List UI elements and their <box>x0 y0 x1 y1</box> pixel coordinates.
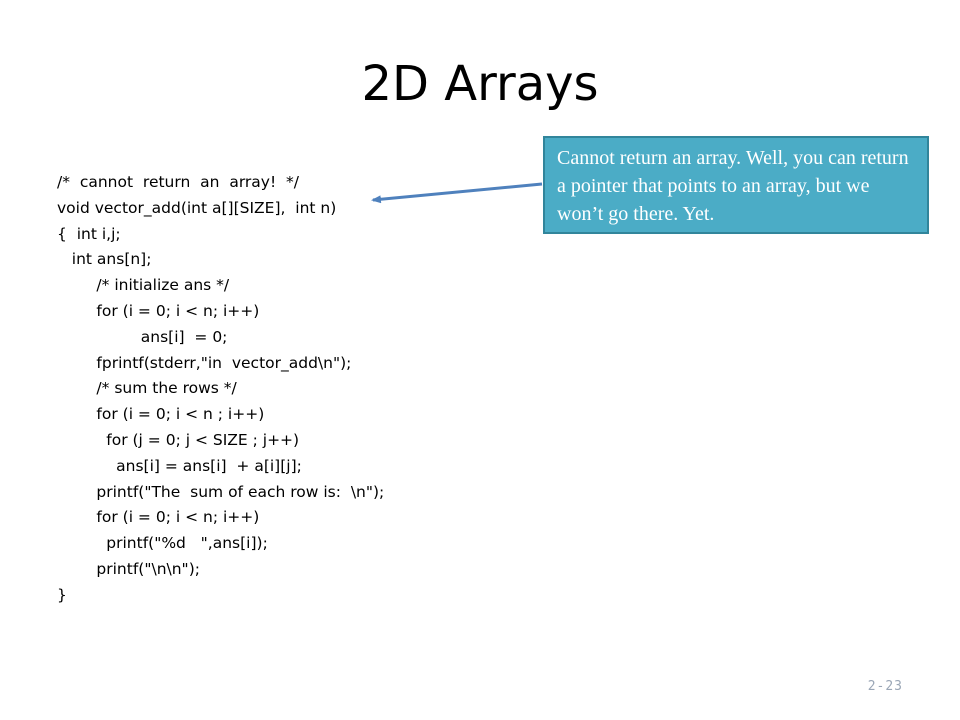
code-line: for (i = 0; i < n; i++) <box>57 508 260 527</box>
code-line: printf("\n\n"); <box>57 559 200 578</box>
slide-title: 2D Arrays <box>361 56 599 112</box>
code-line: for (j = 0; j < SIZE ; j++) <box>57 430 300 449</box>
code-line: for (i = 0; i < n; i++) <box>57 301 260 320</box>
code-line: /* initialize ans */ <box>57 276 230 295</box>
code-line: { int i,j; <box>57 224 121 243</box>
code-line: void vector_add(int a[][SIZE], int n) <box>57 198 337 217</box>
code-line: } <box>57 585 67 604</box>
code-line: /* cannot return an array! */ <box>57 173 300 191</box>
arrow-line <box>371 182 543 204</box>
code-line: printf("%d ",ans[i]); <box>57 534 268 553</box>
code-line: for (i = 0; i < n ; i++) <box>57 405 265 424</box>
code-line: ans[i] = 0; <box>57 327 228 346</box>
callout-box: Cannot return an array. Well, you can re… <box>543 136 929 234</box>
code-line: printf("The sum of each row is: \n"); <box>57 482 385 501</box>
code-line: fprintf(stderr,"in vector_add\n"); <box>57 353 352 372</box>
code-line: int ans[n]; <box>57 250 152 269</box>
slide-number: 2-23 <box>867 679 903 694</box>
code-line: ans[i] = ans[i] + a[i][j]; <box>57 456 302 475</box>
code-line: /* sum the rows */ <box>57 379 237 398</box>
code-block: /* cannot return an array! */ void vecto… <box>57 170 384 609</box>
